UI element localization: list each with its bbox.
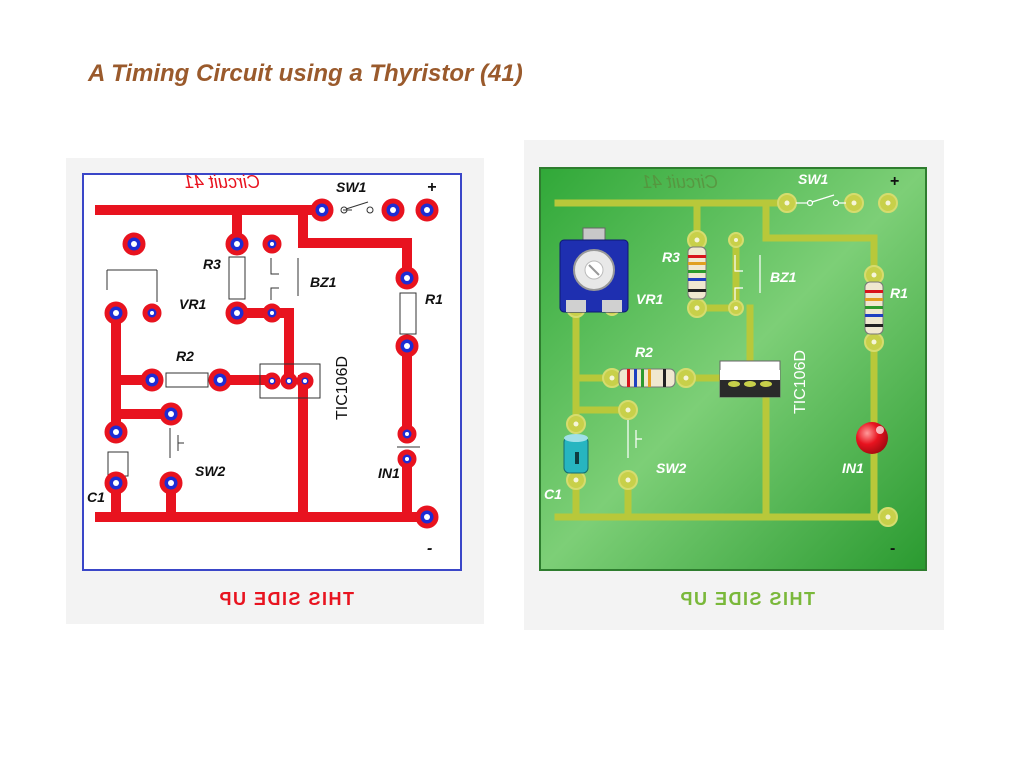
right-label-c1: C1 <box>544 486 562 502</box>
left-component-outlines <box>106 201 420 477</box>
thyristor-tic106d <box>719 360 781 398</box>
right-label-minus: - <box>890 540 895 557</box>
left-label-plus: + <box>427 179 436 196</box>
right-pad-holes <box>573 200 891 520</box>
right-label-r1: R1 <box>890 285 908 301</box>
left-label-minus: - <box>427 540 432 557</box>
left-label-vr1: VR1 <box>179 296 206 312</box>
left-footer-mirrored: THIS SIDE UP <box>218 589 354 609</box>
c1-capacitor <box>563 434 589 474</box>
left-label-c1: C1 <box>87 489 105 505</box>
right-footer-mirrored: THIS SIDE UP <box>679 589 815 609</box>
right-label-thyristor: TIC106D <box>792 350 809 414</box>
right-label-vr1: VR1 <box>636 291 663 307</box>
slide-title: A Timing Circuit using a Thyristor (41) <box>88 60 523 87</box>
left-label-bz1: BZ1 <box>310 274 337 290</box>
left-header-mirrored: Circuit 41 <box>184 172 260 192</box>
right-label-plus: + <box>890 173 899 190</box>
left-label-r1: R1 <box>425 291 443 307</box>
r2-resistor <box>618 368 676 388</box>
left-label-in1: IN1 <box>378 465 400 481</box>
right-header-mirrored: Circuit 41 <box>642 172 718 192</box>
vr1-potentiometer <box>559 227 629 313</box>
left-label-r3: R3 <box>203 256 221 272</box>
right-label-r3: R3 <box>662 249 680 265</box>
right-label-r2: R2 <box>635 344 653 360</box>
right-label-in1: IN1 <box>842 460 864 476</box>
r3-resistor <box>687 246 707 300</box>
left-label-r2: R2 <box>176 348 194 364</box>
in1-led <box>856 422 888 454</box>
left-label-sw1: SW1 <box>336 179 367 195</box>
left-pad-holes <box>113 207 430 520</box>
in1-led-highlight <box>876 426 884 434</box>
sw2-symbol <box>627 420 642 458</box>
right-label-sw1: SW1 <box>798 171 829 187</box>
bz1-outline <box>734 255 761 300</box>
r1-resistor <box>864 281 884 335</box>
right-label-bz1: BZ1 <box>770 269 797 285</box>
right-sw1-symbol <box>796 194 846 207</box>
right-label-sw2: SW2 <box>656 460 687 476</box>
left-label-thyristor: TIC106D <box>334 356 351 420</box>
left-label-sw2: SW2 <box>195 463 226 479</box>
